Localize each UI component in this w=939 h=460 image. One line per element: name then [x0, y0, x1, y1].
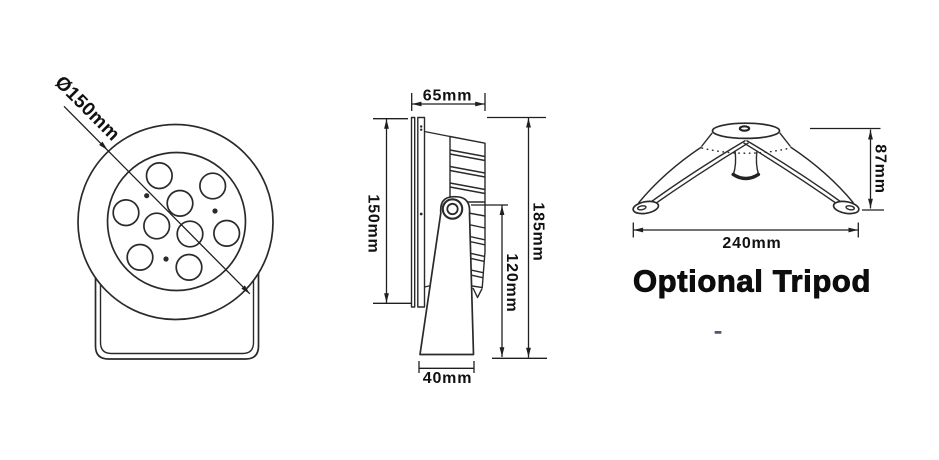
led-lens — [176, 220, 204, 248]
front-bracket-inner — [99, 252, 255, 355]
hub-dotted-edge — [701, 147, 791, 154]
foot-hole — [636, 205, 647, 211]
led-lens — [112, 199, 140, 227]
foot-hole — [845, 205, 856, 211]
pivot-hole — [446, 202, 459, 216]
body-top-edge — [424, 130, 451, 138]
side-total-height-label: 185mm — [530, 202, 547, 261]
side-body-height-label: 150mm — [365, 194, 382, 253]
plate-screw — [420, 128, 423, 131]
side-front-plate — [410, 116, 416, 308]
side-bracket-height-label: 120mm — [503, 253, 520, 312]
tripod-right-leg — [743, 139, 855, 209]
dim-185mm: 185mm — [487, 116, 547, 359]
screw-dot — [212, 208, 218, 214]
led-lens — [145, 162, 173, 190]
dim-40mm: 40mm — [418, 361, 475, 387]
side-top-width-label: 65mm — [423, 88, 472, 105]
dim-65mm: 65mm — [411, 88, 486, 111]
face-screws — [144, 193, 218, 262]
side-back-plate — [417, 116, 426, 308]
tripod-center-leg — [731, 149, 761, 181]
tripod-feet — [632, 200, 860, 215]
dim-120mm: 120mm — [471, 204, 520, 357]
side-bracket-leg — [419, 195, 475, 356]
dim-150mm: 150mm — [365, 118, 412, 304]
led-lens — [175, 253, 203, 281]
tripod-left-leg — [637, 139, 749, 209]
led-lens — [166, 189, 194, 217]
stray-mark — [714, 331, 722, 334]
screw-dot — [163, 256, 169, 262]
arrowhead — [241, 285, 250, 294]
plate-screw — [419, 212, 423, 216]
side-base-width-label: 40mm — [423, 370, 472, 387]
led-lens — [213, 219, 241, 247]
tripod-base-width-label: 240mm — [722, 235, 781, 252]
dim-240mm: 240mm — [632, 222, 859, 252]
plate-screw — [420, 125, 423, 128]
led-lens — [199, 172, 227, 200]
tripod-caption: Optional Tripod — [633, 264, 871, 299]
front-view: Ø150mm — [50, 72, 274, 360]
arrowhead — [99, 141, 108, 150]
hub-hole — [738, 125, 751, 132]
heatsink-upper-fins — [449, 135, 486, 203]
tripod-view: 87mm 240mm Optional Tripod — [632, 122, 889, 334]
heatsink-tail — [472, 287, 483, 299]
screw-dot — [144, 193, 150, 199]
tripod-height-label: 87mm — [872, 144, 889, 193]
dim-87mm: 87mm — [810, 127, 889, 211]
led-lens — [126, 243, 154, 271]
front-inner-ring — [106, 151, 247, 292]
led-array — [112, 162, 241, 281]
side-view: 65mm 150mm 185mm 120mm — [365, 88, 547, 387]
led-lens — [143, 212, 171, 240]
